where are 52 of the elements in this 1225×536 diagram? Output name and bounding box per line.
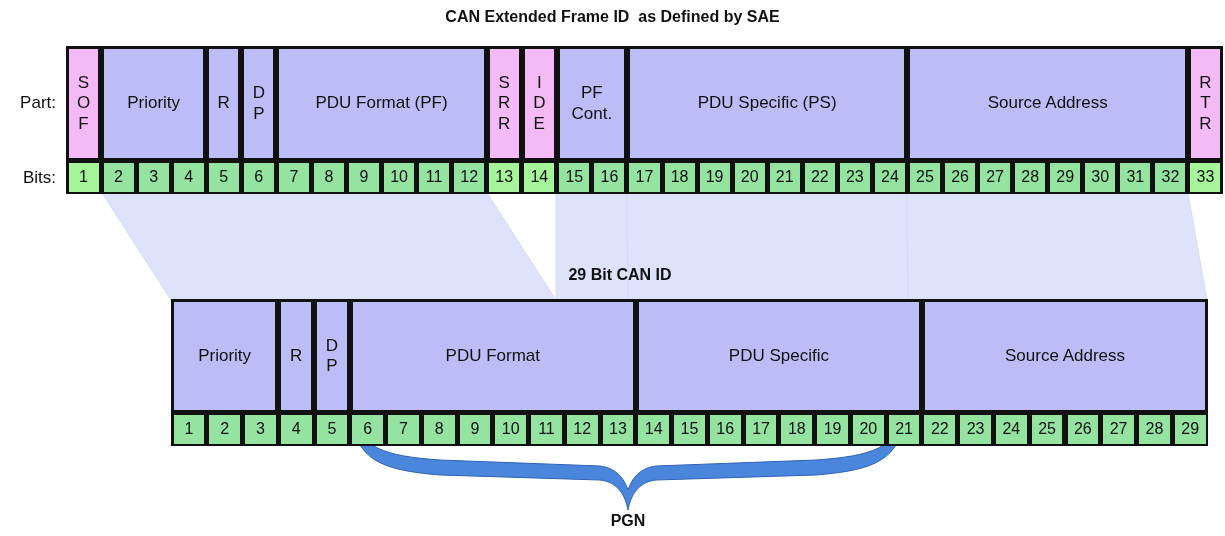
bit-cell: 11 [531,414,562,444]
brace-label: PGN [609,512,647,530]
bit-cell: 11 [419,162,450,192]
bit-cell: 32 [1155,162,1186,192]
field-cell: Priority [174,302,276,410]
bit-cell: 6 [352,414,384,444]
field-cell: DP [317,302,347,410]
field-cell: PDU Specific (PS) [629,49,905,158]
bit-cell: 16 [594,162,625,192]
field-cell: Priority [104,49,204,158]
bit-cell: 14 [638,414,670,444]
field-cell: RTR [1190,49,1220,158]
bit-cell: 14 [524,162,555,192]
bit-cell: 7 [388,414,419,444]
bit-cell: 17 [629,162,660,192]
bit-cell: 22 [924,414,956,444]
bit-cell: 10 [495,414,527,444]
bit-cell: 30 [1085,162,1116,192]
bit-cell: 2 [209,414,240,444]
bit-cell: 28 [1015,162,1046,192]
field-cell: R [209,49,239,158]
bit-cell: 3 [245,414,276,444]
bit-cell: 15 [559,162,590,192]
row-label: Part: [19,93,56,113]
bit-cell: 10 [384,162,415,192]
field-cell: PDU Format [352,302,633,410]
bit-cell: 27 [1103,414,1134,444]
bit-cell: 15 [674,414,705,444]
bit-cell: 26 [945,162,976,192]
field-cell: Source Address [924,302,1206,410]
bit-cell: 28 [1139,414,1170,444]
field-cell: R [281,302,311,410]
diagram-title: CAN Extended Frame ID as Defined by SAE [444,8,781,26]
bit-cell: 13 [489,162,520,192]
section-heading: 29 Bit CAN ID [567,266,673,284]
bit-cell: 29 [1050,162,1081,192]
field-cell: Source Address [910,49,1185,158]
bit-cell: 27 [980,162,1011,192]
field-cell: PF Cont. [559,49,624,158]
field-cell: SRR [489,49,519,158]
row-label: Bits: [21,168,56,188]
bit-cell: 19 [817,414,848,444]
bit-cell: 31 [1120,162,1151,192]
bit-cell: 33 [1190,162,1221,192]
field-cell: PDU Format (PF) [279,49,484,158]
field-cell: PDU Specific [638,302,919,410]
bit-cell: 12 [454,162,485,192]
field-cell: IDE [524,49,554,158]
field-cell: DP [244,49,274,158]
bit-cell: 18 [781,414,813,444]
bit-cell: 23 [960,414,991,444]
field-cell: SOF [69,49,99,158]
